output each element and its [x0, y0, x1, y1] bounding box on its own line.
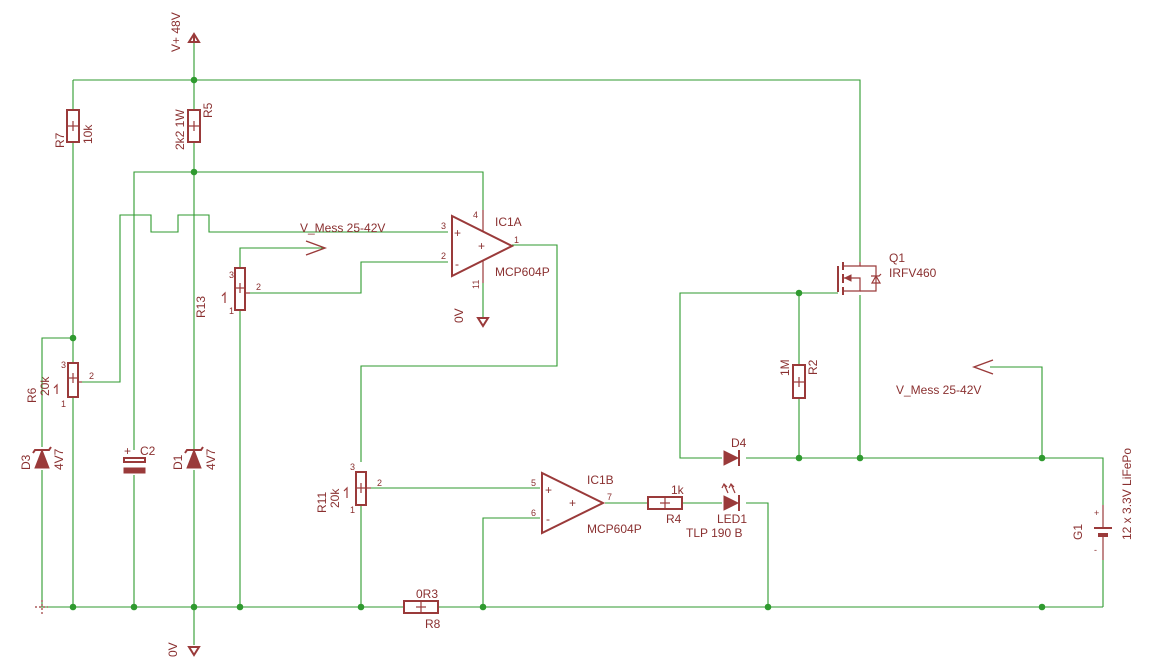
potentiometer-r6: 3 2 1 R6 20k: [25, 360, 94, 409]
r6-pin-top: 3: [61, 360, 66, 370]
r11-value: 20k: [328, 488, 342, 508]
r6-value: 20k: [38, 376, 52, 396]
ground-0v-main: 0V: [166, 642, 201, 657]
r11-pin-bottom: 1: [350, 505, 355, 515]
q1-name: Q1: [889, 251, 905, 265]
battery-g1: + - G1 12 x 3.3V LiFePo: [1071, 448, 1134, 560]
r6-name: R6: [25, 387, 39, 403]
vmess-in-label: V_Mess 25-42V: [300, 221, 385, 235]
r2-value: 1M: [778, 359, 792, 376]
mosfet-q1: Q1 IRFV460: [837, 251, 937, 295]
d1-value: 4V7: [204, 448, 218, 470]
ic1a-plus: +: [454, 226, 461, 240]
vmess-out-label: V_Mess 25-42V: [896, 383, 981, 397]
c2-plus: +: [124, 444, 131, 458]
r8-value: 0R3: [416, 587, 438, 601]
r5-value: 2k2 1W: [173, 109, 187, 150]
ic1a-pin-inplus: 3: [441, 221, 446, 231]
d3-name: D3: [19, 454, 33, 470]
r13-pin-top: 3: [229, 270, 234, 280]
led-led1: LED1 TLP 190 B: [686, 482, 747, 540]
resistor-r7: R7 10k: [53, 109, 95, 148]
r11-pin-wiper: 2: [377, 478, 382, 488]
ic1a-center-plus: +: [478, 239, 485, 253]
r4-name: R4: [666, 512, 682, 526]
potentiometer-r11: 3 2 1 R11 20k: [315, 462, 382, 515]
g1-name: G1: [1071, 524, 1085, 540]
ic1b-name: IC1B: [587, 473, 614, 487]
zener-d1: D1 4V7: [171, 446, 218, 470]
supply-v48: V+ 48V: [169, 12, 201, 52]
ground-0v-ic1a-label: 0V: [452, 308, 466, 323]
ic1b-pin-inminus: 6: [531, 508, 536, 518]
r13-pin-wiper: 2: [256, 282, 261, 292]
ic1a-minus: -: [455, 257, 459, 271]
r6-pin-wiper: 2: [89, 371, 94, 381]
ic1a-name: IC1A: [495, 215, 522, 229]
junctions: [69, 76, 1046, 611]
ic1a-value: MCP604P: [495, 265, 550, 279]
supply-v48-label: V+ 48V: [169, 12, 183, 52]
ic1b-center-plus: +: [569, 496, 576, 510]
net-label-vmess-in: V_Mess 25-42V: [300, 221, 385, 256]
r4-value: 1k: [671, 483, 685, 497]
ic1b-plus: +: [545, 483, 552, 497]
led1-value: TLP 190 B: [686, 526, 742, 540]
r8-name: R8: [425, 617, 441, 631]
r11-name: R11: [315, 492, 329, 513]
diode-d4: D4: [723, 436, 747, 466]
ic1a-pin-inminus: 2: [441, 251, 446, 261]
opamp-ic1a: + - + 3 2 1 4 11 IC1A MCP604P: [441, 210, 550, 289]
zener-d3: D3 4V7: [19, 446, 66, 470]
net-label-vmess-out: V_Mess 25-42V: [896, 359, 994, 397]
resistor-r8: 0R3 R8: [403, 587, 441, 631]
ic1b-value: MCP604P: [587, 522, 642, 536]
resistor-r5: 2k2 1W R5: [173, 102, 215, 150]
c2-name: C2: [140, 444, 156, 458]
ic1a-pin-vdd: 4: [473, 210, 478, 220]
r7-name: R7: [53, 132, 67, 148]
q1-value: IRFV460: [889, 266, 937, 280]
r2-name: R2: [806, 359, 820, 375]
r13-name: R13: [194, 296, 208, 318]
d1-name: D1: [171, 454, 185, 470]
d3-value: 4V7: [52, 448, 66, 470]
g1-minus: -: [1094, 545, 1097, 555]
ic1b-minus: -: [546, 512, 550, 526]
ic1a-pin-vss: 11: [471, 280, 481, 289]
r5-name: R5: [201, 102, 215, 118]
r11-pin-top: 3: [350, 462, 355, 472]
ic1b-pin-inplus: 5: [531, 478, 536, 488]
ground-0v-ic1a: 0V: [452, 308, 490, 328]
ic1a-pin-out: 1: [514, 235, 519, 245]
g1-value: 12 x 3.3V LiFePo: [1120, 448, 1134, 540]
r6-pin-bottom: 1: [61, 399, 66, 409]
resistor-r4: 1k R4: [647, 483, 685, 526]
r7-value: 10k: [81, 124, 95, 144]
potentiometer-r13: 3 2 1 R13: [194, 267, 261, 318]
resistor-r2: 1M R2: [778, 359, 820, 399]
capacitor-c2: + C2: [123, 444, 156, 474]
ic1b-pin-out: 7: [607, 492, 612, 502]
d4-name: D4: [731, 436, 747, 450]
r13-pin-bottom: 1: [229, 306, 234, 316]
g1-plus: +: [1094, 508, 1099, 518]
opamp-ic1b: + - + 5 6 7 IC1B MCP604P: [531, 471, 642, 536]
led1-name: LED1: [717, 512, 747, 526]
ground-0v-main-label: 0V: [166, 642, 180, 657]
